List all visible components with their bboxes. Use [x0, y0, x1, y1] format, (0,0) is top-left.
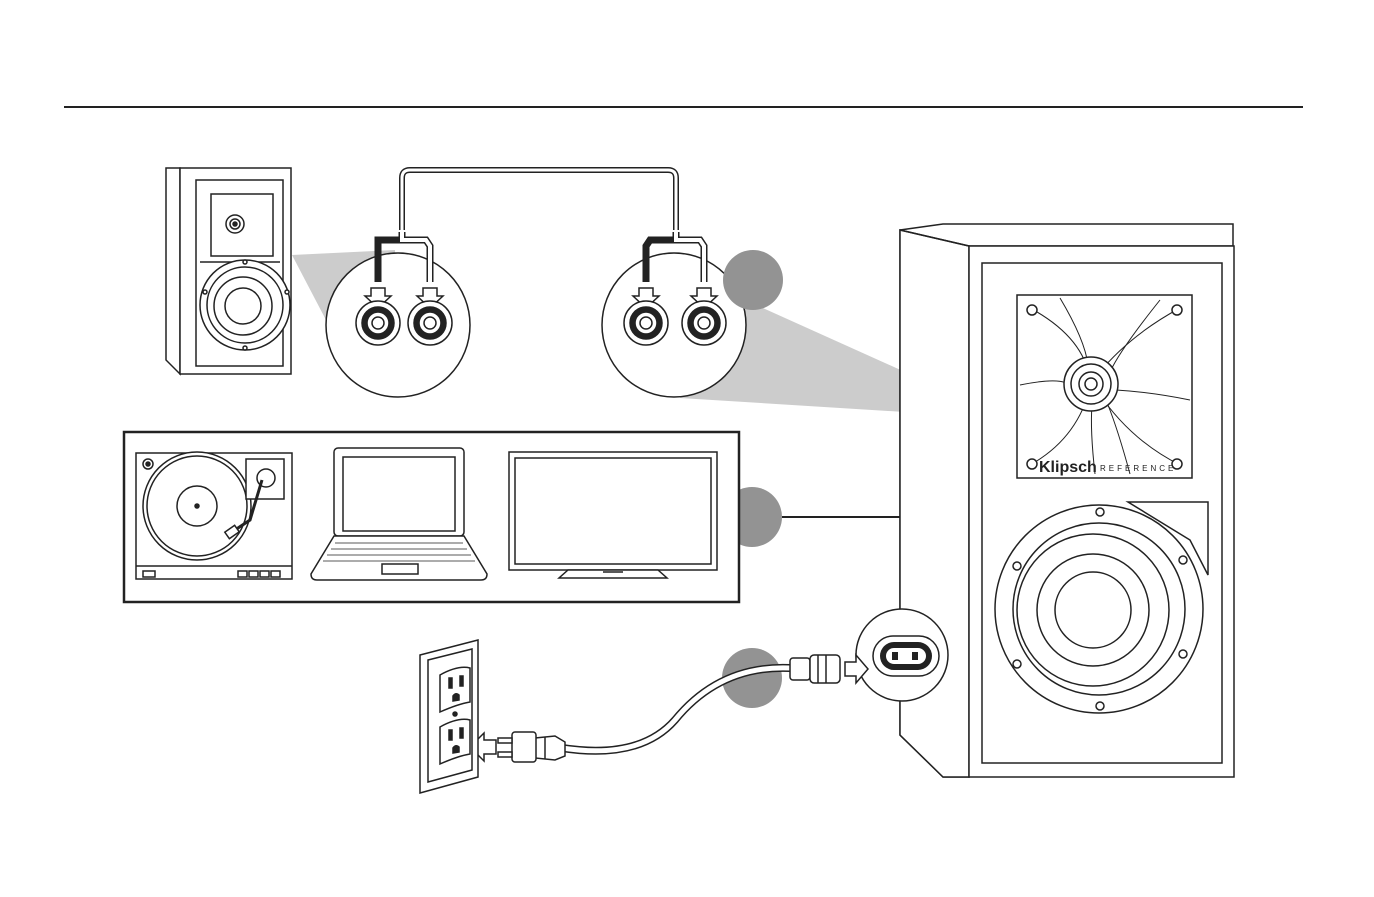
wall-plug — [470, 732, 565, 762]
step-badge-1 — [723, 250, 783, 310]
speaker-wire — [402, 170, 676, 230]
turntable-icon — [136, 452, 292, 579]
sources-panel — [124, 432, 739, 602]
tv-icon — [509, 452, 717, 578]
powered-speaker-logo: Klipsch — [1039, 459, 1097, 476]
wall-outlet — [420, 640, 478, 793]
laptop-icon — [311, 448, 487, 580]
iec-plug — [790, 655, 868, 683]
passive-speaker: Klipsch — [166, 168, 291, 374]
powered-speaker-logo-sub: REFERENCE — [1100, 464, 1176, 473]
power-inlet-magnifier — [856, 609, 948, 701]
terminal-magnifier-right — [602, 232, 746, 397]
powered-speaker: Klipsch REFERENCE — [900, 224, 1234, 777]
